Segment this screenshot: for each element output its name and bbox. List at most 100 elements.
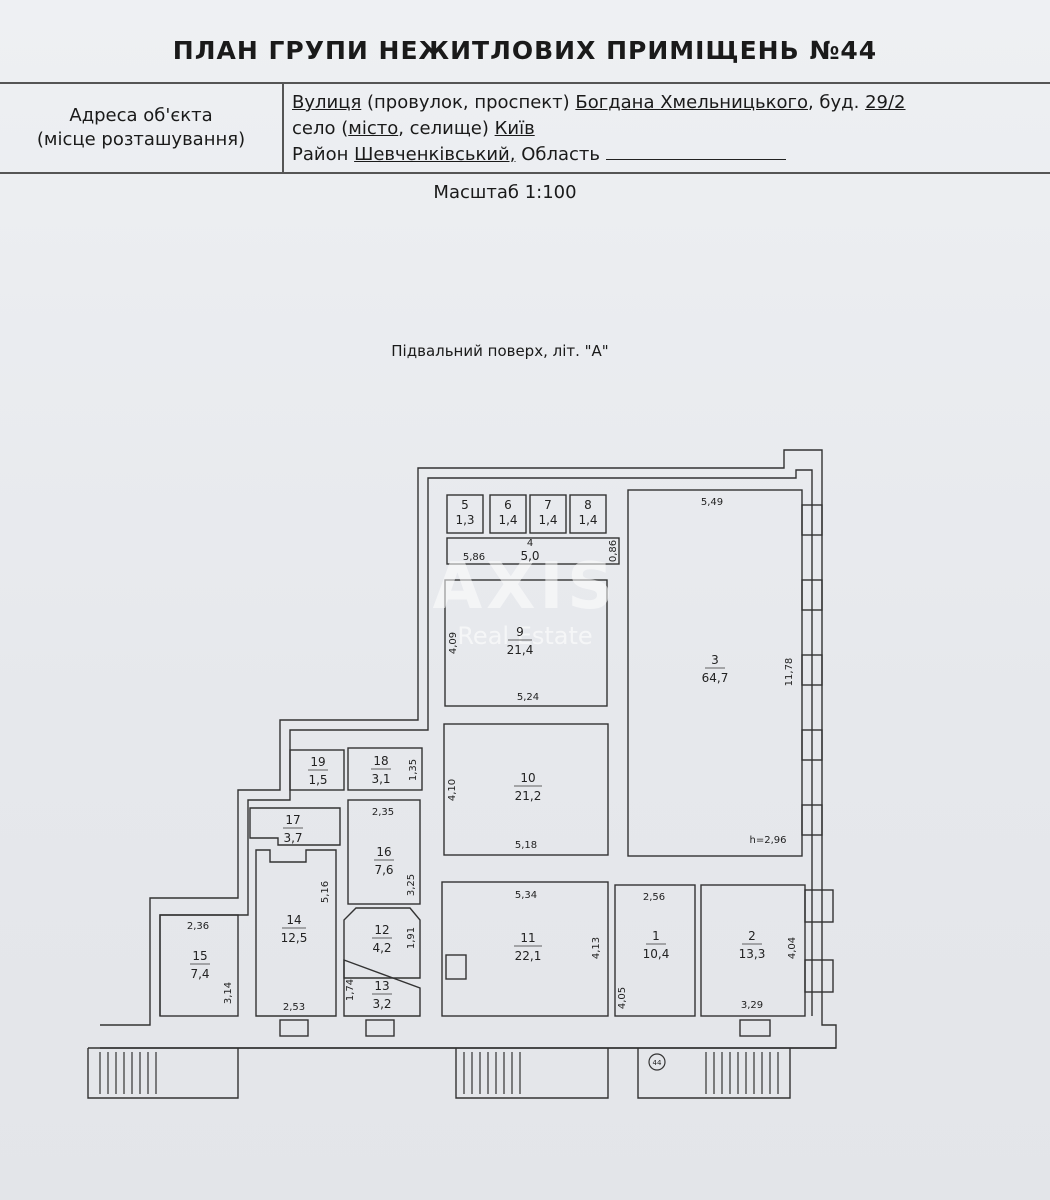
room-13-area: 3,2 [372, 997, 391, 1011]
room-15-outline [159, 914, 239, 1017]
room-9-outline [444, 579, 608, 707]
room-14-number: 14 [286, 913, 301, 927]
dim-5-49: 5,49 [701, 497, 723, 508]
room-8-number: 8 [584, 498, 592, 512]
room-8-area: 1,4 [578, 513, 597, 527]
room-3-area: 64,7 [702, 671, 729, 685]
room-11-area: 22,1 [515, 949, 542, 963]
room-4-number: 4 [527, 538, 533, 549]
room-19-outline [289, 749, 345, 791]
room-14-area: 12,5 [281, 931, 308, 945]
window-6 [804, 889, 834, 923]
room-2-outline [700, 884, 806, 1017]
address-lines: Вулиця (провулок, проспект) Богдана Хмел… [292, 90, 1042, 168]
room-15-number: 15 [192, 949, 207, 963]
room-9-number: 9 [516, 625, 524, 639]
city-prefix: село ( [292, 118, 349, 139]
dim-0-86: 0,86 [608, 540, 619, 562]
dim-3-25: 3,25 [406, 874, 417, 896]
room-4-area: 5,0 [520, 549, 539, 563]
room-10-number: 10 [520, 771, 535, 785]
address-label-1: Адреса об'єкта [69, 105, 213, 126]
building-value: 29/2 [865, 92, 906, 113]
dim-1-35: 1,35 [408, 759, 419, 781]
city-suffix: , селище) [398, 118, 495, 139]
dim-h: h=2,96 [750, 835, 787, 846]
entrance-marker [648, 1053, 666, 1071]
room-12-outline [343, 907, 421, 979]
dim-2-36: 2,36 [187, 921, 209, 932]
room-18-area: 3,1 [371, 772, 390, 786]
room-11-outline [441, 881, 609, 1017]
room-labels: 3 64,7 5 1,3 6 1,4 7 1,4 8 1,4 4 5,0 9 2… [190, 498, 765, 1011]
dim-5-34: 5,34 [515, 890, 537, 901]
room-16-outline [347, 799, 421, 905]
room-18-outline [347, 747, 423, 791]
district-name: Шевченківський, [354, 144, 516, 165]
room-6-number: 6 [504, 498, 512, 512]
city-name: Київ [494, 118, 535, 139]
room-16-number: 16 [376, 845, 391, 859]
dim-4-13: 4,13 [591, 937, 602, 959]
window-10 [739, 1019, 771, 1037]
street-name: Богдана Хмельницького [575, 92, 808, 113]
page-title: ПЛАН ГРУПИ НЕЖИТЛОВИХ ПРИМІЩЕНЬ №44 [172, 35, 878, 65]
district-label: Район [292, 144, 355, 165]
room-13-outline [343, 958, 421, 1017]
building-label: , буд. [807, 92, 866, 113]
room-7-number: 7 [544, 498, 552, 512]
dim-5-16: 5,16 [320, 881, 331, 903]
dim-5-86: 5,86 [463, 552, 485, 563]
stair-landing-right [637, 1048, 791, 1099]
room-10-area: 21,2 [515, 789, 542, 803]
room-13-number: 13 [374, 979, 389, 993]
dim-3-29: 3,29 [741, 1000, 763, 1011]
room-17-outline [249, 807, 341, 846]
dim-1-74: 1,74 [345, 979, 356, 1001]
window-2 [801, 579, 823, 611]
window-3 [801, 654, 823, 686]
dim-11-78: 11,78 [784, 658, 795, 687]
window-9 [365, 1019, 395, 1037]
dimension-labels: 5,49 11,78 h=2,96 5,86 0,86 4,09 5,24 4,… [187, 497, 798, 1013]
window-8 [279, 1019, 309, 1037]
room-1-outline [614, 884, 696, 1017]
entrance-marker-label: 44 [653, 1059, 662, 1067]
window-5 [801, 804, 823, 836]
room-17-area: 3,7 [283, 831, 302, 845]
room-17-number: 17 [285, 813, 300, 827]
scale-label: Масштаб 1:100 [433, 182, 577, 203]
room-12-area: 4,2 [372, 941, 391, 955]
address-label-2: (місце розташування) [36, 129, 246, 150]
room-1-number: 1 [652, 929, 660, 943]
stair-landing-middle [455, 1048, 609, 1099]
window-4 [801, 729, 823, 761]
dim-4-05: 4,05 [617, 987, 628, 1009]
room-14-outline [255, 849, 337, 1017]
room-12-number: 12 [374, 923, 389, 937]
room-3-number: 3 [711, 653, 719, 667]
address-line-city: село (місто, селище) Київ [292, 116, 1042, 142]
stair-treads [99, 1052, 779, 1094]
address-line-district: Район Шевченківський, Область [292, 142, 1042, 168]
room-5-outline [446, 494, 484, 534]
room-9-area: 21,4 [507, 643, 534, 657]
region-blank [605, 145, 786, 160]
dim-4-09: 4,09 [448, 632, 459, 654]
window-7 [804, 959, 834, 993]
dim-2-35: 2,35 [372, 807, 394, 818]
street-rest: (провулок, проспект) [361, 92, 576, 113]
address-row: Адреса об'єкта (місце розташування) Вули… [0, 84, 1050, 174]
dim-5-24: 5,24 [517, 692, 539, 703]
walls [87, 449, 837, 1099]
dim-1-91: 1,91 [406, 927, 417, 949]
room-7-outline [529, 494, 567, 534]
room-4-outline [446, 537, 620, 565]
dim-5-18: 5,18 [515, 840, 537, 851]
room-5-area: 1,3 [455, 513, 474, 527]
room-15-area: 7,4 [190, 967, 209, 981]
dim-4-04: 4,04 [787, 937, 798, 959]
dim-2-56: 2,56 [643, 892, 665, 903]
